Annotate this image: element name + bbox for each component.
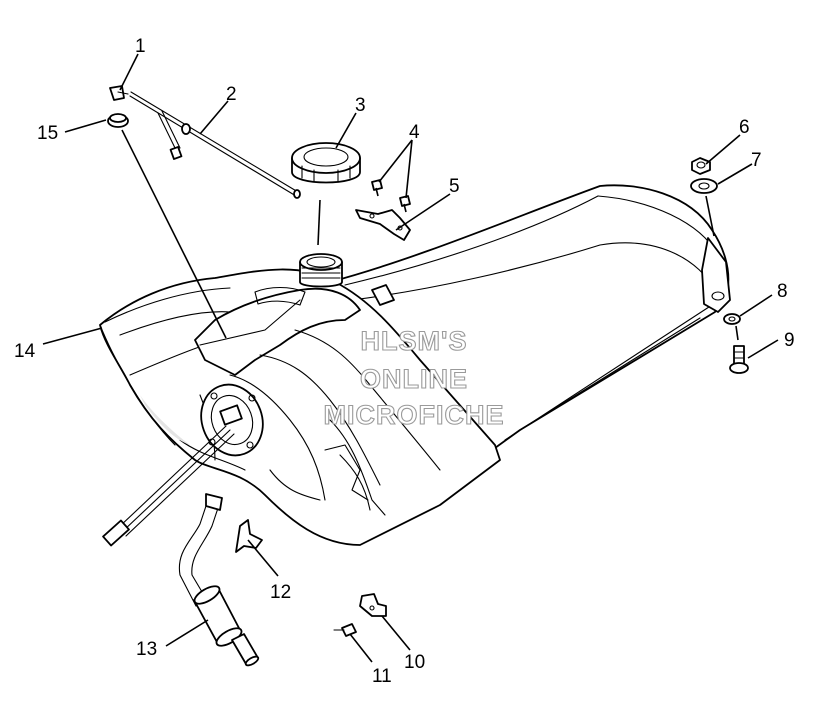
callout-6: 6 [739,117,750,138]
callout-15: 15 [37,123,58,144]
callout-10: 10 [404,652,425,673]
washer-lower [723,313,741,325]
vent-fitting [109,85,129,101]
nut [691,157,711,175]
grommet [107,113,129,128]
callout-4: 4 [409,122,420,143]
callout-8: 8 [777,281,788,302]
fuel-cap [291,142,361,184]
callout-14: 14 [14,341,36,362]
callout-2: 2 [226,84,237,105]
callout-3: 3 [355,95,366,116]
watermark-line-2: ONLINE [360,364,468,394]
leader-lines [42,53,779,663]
callout-11: 11 [372,666,392,687]
callout-labels: 1 2 3 4 5 6 7 8 9 10 11 12 13 14 15 [14,36,795,687]
pump-wire-harness [102,425,235,547]
callout-9: 9 [784,330,795,351]
bolt [729,345,749,374]
callout-7: 7 [751,150,762,171]
callout-1: 1 [135,36,146,57]
retainer-clip [235,519,263,553]
vent-hose [129,91,301,199]
callout-5: 5 [449,176,460,197]
callout-13: 13 [136,639,157,660]
watermark: HLSM'S ONLINE MICROFICHE [323,325,505,430]
cap-bracket [355,209,411,241]
watermark-line-3: MICROFICHE [324,400,505,430]
fuel-line-filter [178,493,260,667]
fuel-tank [99,184,731,546]
watermark-line-1: HLSM'S [361,326,468,356]
washer-upper [690,178,718,194]
hose-clip [359,593,387,617]
callout-12: 12 [270,582,291,603]
small-clip [333,623,357,637]
screws [371,179,411,213]
